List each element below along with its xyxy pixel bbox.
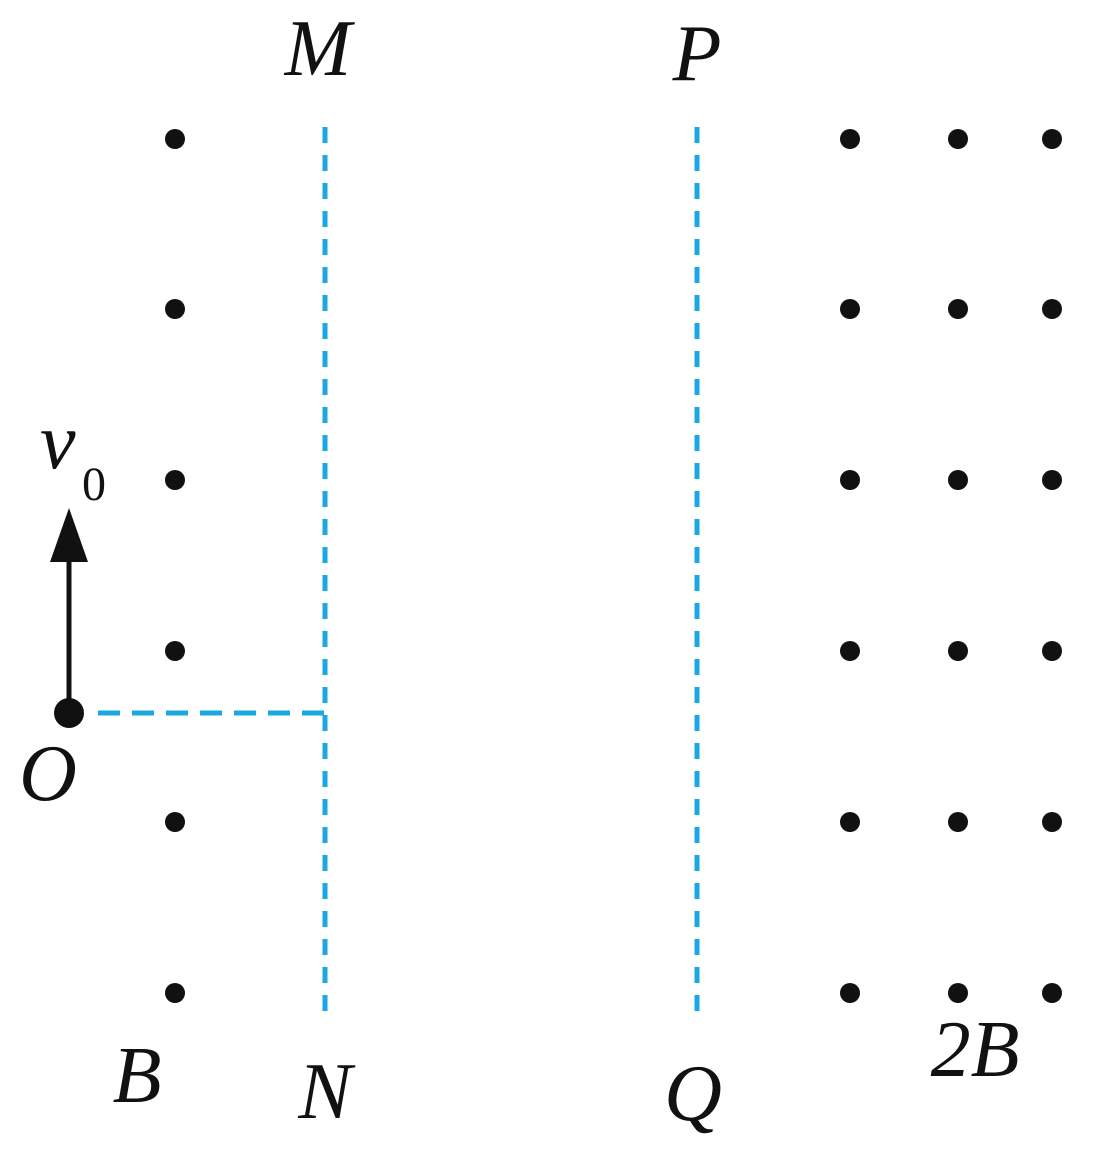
field-dot [1042,812,1062,832]
field-dot [1042,129,1062,149]
origin-point-o [54,698,84,728]
left-field-dots [165,129,185,1003]
field-dot [1042,641,1062,661]
field-dot [1042,299,1062,319]
field-dot [948,812,968,832]
right-field-dots [840,129,1062,1003]
field-dot [165,641,185,661]
field-dot [948,129,968,149]
field-dot [165,470,185,490]
field-dot [165,129,185,149]
label-o: O [19,730,77,818]
field-dot [165,299,185,319]
field-dot [948,470,968,490]
label-velocity: v [40,398,76,486]
field-dot [840,641,860,661]
field-dot [840,299,860,319]
field-dot [165,983,185,1003]
label-b-left: B [113,1032,162,1120]
field-dot [840,470,860,490]
label-q: Q [664,1050,722,1138]
field-dot [840,812,860,832]
velocity-arrow-head [50,508,88,562]
field-dot [948,983,968,1003]
label-m: M [284,5,356,93]
field-dot [948,299,968,319]
label-2b-right: 2B [931,1006,1020,1094]
field-dot [948,641,968,661]
label-n: N [297,1048,356,1136]
field-dot [1042,470,1062,490]
label-p: P [672,10,722,98]
field-dot [840,129,860,149]
field-dot [165,812,185,832]
label-velocity-subscript: 0 [82,458,106,511]
field-dot [840,983,860,1003]
field-dot [1042,983,1062,1003]
